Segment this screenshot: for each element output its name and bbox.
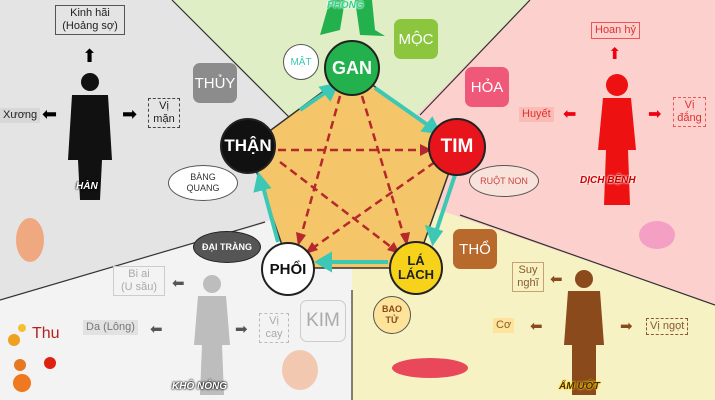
bang-quang-line2: QUANG: [186, 183, 220, 193]
arrow-up-icon: ⬆: [82, 46, 98, 66]
region-tho: [352, 180, 715, 400]
la-lach-line1: LÁ: [407, 253, 425, 268]
bao-tu-line1: BAO: [382, 304, 402, 314]
lips-image: [392, 358, 468, 378]
arrow-left-icon: ⬅: [150, 321, 163, 338]
moc-climate: PHONG: [327, 0, 364, 11]
arrow-right-icon: ➡: [235, 321, 248, 338]
thuy-element-tile: THỦY: [193, 63, 237, 103]
arrow-left-icon: ⬅: [530, 318, 543, 335]
thuy-tissue: Xương: [0, 108, 41, 123]
tho-emotion-line1: Suy: [518, 264, 538, 276]
thuy-taste: Vị mặn: [148, 98, 180, 128]
generating-cycle-arrows: [253, 82, 457, 273]
hoa-emotion: Hoan hỷ: [591, 22, 640, 39]
hoa-element-tile: HỎA: [465, 67, 509, 107]
thuy-emotion: Kinh hãi (Hoảng sợ): [55, 5, 125, 35]
arrow-right-icon: ➡: [620, 318, 633, 335]
ear-image: [16, 218, 44, 262]
arrow-up-icon: ⬆: [608, 46, 622, 63]
arrow-left-icon: ⬅: [42, 104, 58, 124]
moc-organ-gan: GAN: [324, 40, 380, 96]
hoa-taste: Vị đắng: [673, 97, 706, 127]
autumn-leaves-image: [8, 324, 56, 392]
kim-taste-line1: Vị: [269, 315, 279, 327]
kim-climate: KHÔ NÓNG: [172, 381, 227, 392]
hoa-taste-line2: đắng: [677, 112, 702, 124]
region-hoa: [352, 0, 715, 305]
hoa-climate: DỊCH BỆNH: [580, 175, 636, 186]
thuy-organ-than: THẬN: [220, 118, 276, 174]
la-lach-line2: LÁCH: [397, 267, 435, 282]
kim-taste: Vị cay: [259, 313, 289, 343]
tho-climate: ẨM ƯỚT: [559, 381, 600, 392]
controlling-cycle-arrows: [278, 95, 436, 252]
tho-emotion-line2: nghĩ: [517, 277, 539, 289]
thuy-person-silhouette: [68, 73, 112, 200]
hoa-tissue: Huyết: [519, 107, 554, 122]
tho-person-silhouette: [564, 270, 604, 395]
region-kim: [0, 180, 352, 400]
hoa-taste-line1: Vị: [684, 99, 695, 111]
tho-tissue: Cơ: [493, 318, 515, 333]
moc-person-legs: [320, 0, 385, 36]
bao-tu-line2: TỬ: [385, 315, 399, 325]
tongue-image: [639, 221, 675, 249]
nose-image: [282, 350, 318, 390]
kim-partner-dai-trang: ĐẠI TRÀNG: [193, 231, 261, 263]
kim-tissue: Da (Lông): [83, 320, 138, 335]
kim-element-tile: KIM: [300, 300, 346, 342]
kim-organ-phoi: PHỔI: [261, 242, 315, 296]
hoa-partner-ruot-non: RUỘT NON: [469, 165, 539, 197]
moc-element-tile: MỘC: [394, 19, 438, 59]
hoa-person-silhouette: [598, 74, 636, 205]
thuy-taste-line2: mặn: [153, 113, 175, 125]
arrow-right-icon: ➡: [648, 106, 662, 123]
thuy-emotion-line1: Kinh hãi: [70, 7, 110, 19]
hoa-organ-tim: TIM: [428, 118, 486, 176]
arrow-left-icon: ⬅: [550, 271, 563, 288]
kim-emotion-line1: Bi ai: [128, 268, 150, 280]
arrow-left-icon: ⬅: [563, 106, 577, 123]
moc-partner-mat: MẬT: [283, 44, 319, 80]
kim-emotion: Bi ai (U sầu): [113, 266, 165, 296]
kim-person-silhouette: [194, 275, 230, 395]
arrow-left-icon: ⬅: [172, 275, 185, 292]
arrow-right-icon: ➡: [122, 104, 138, 124]
tho-element-tile: THỔ: [453, 229, 497, 269]
thuy-climate: HÀN: [76, 181, 98, 192]
thuy-emotion-line2: (Hoảng sợ): [62, 20, 118, 32]
kim-taste-line2: cay: [265, 328, 283, 340]
tho-emotion: Suy nghĩ: [512, 262, 544, 292]
kim-season: Thu: [32, 325, 60, 342]
tho-taste: Vị ngọt: [646, 318, 689, 335]
bang-quang-line1: BÀNG: [190, 172, 216, 182]
thuy-taste-line1: Vị: [159, 100, 169, 112]
kim-emotion-line2: (U sầu): [120, 281, 158, 293]
